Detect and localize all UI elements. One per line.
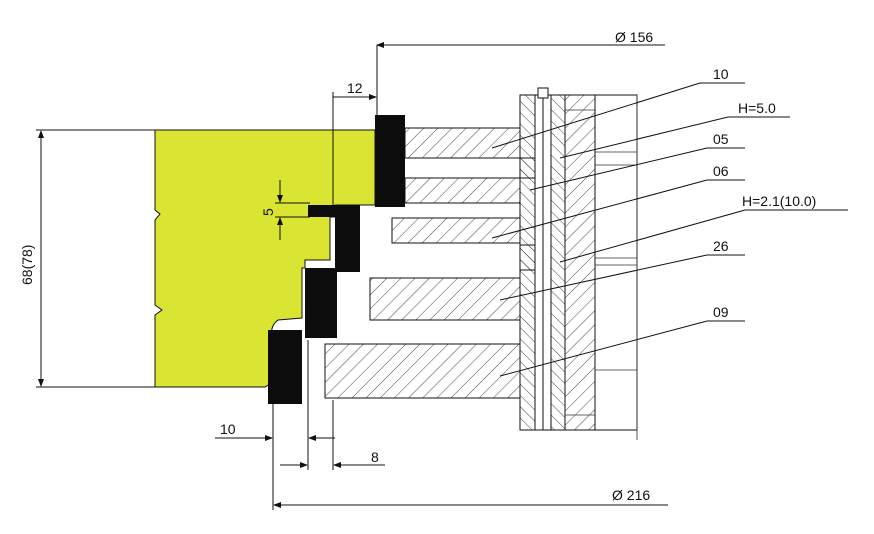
label-h-2-1: H=2.1(10.0): [742, 193, 816, 209]
hub-ring-3: [391, 217, 521, 244]
back-plate: [594, 94, 638, 431]
hub-ring-4: [369, 277, 521, 321]
knives: [268, 115, 405, 404]
hub-body: [324, 87, 638, 440]
hub-ring-top: [404, 127, 521, 159]
dimension-lines: [36, 42, 848, 510]
label-h-5: H=5.0: [738, 100, 776, 116]
label-part-06: 06: [713, 163, 729, 179]
knife-4: [268, 330, 302, 404]
hub-ring-5: [324, 343, 521, 399]
knife-3: [305, 268, 337, 338]
knife-2-tab: [308, 205, 338, 217]
label-part-05: 05: [713, 131, 729, 147]
collar: [564, 94, 596, 431]
label-part-10: 10: [713, 66, 729, 82]
label-part-09: 09: [713, 304, 729, 320]
dim-bottom-8: 8: [371, 449, 379, 465]
spacer-05: [519, 157, 536, 179]
bolt-head: [537, 87, 549, 99]
label-part-26: 26: [713, 238, 729, 254]
dim-bottom-10: 10: [220, 421, 236, 437]
spacer-06: [519, 244, 536, 271]
dim-height: 68(78): [19, 245, 35, 285]
dim-diameter-156: Ø 156: [615, 29, 653, 45]
knife-2: [335, 205, 360, 272]
knife-1: [375, 115, 405, 207]
dim-step-5: 5: [260, 208, 276, 216]
dim-diameter-216: Ø 216: [612, 487, 650, 503]
dim-step-12: 12: [347, 80, 363, 96]
hub-ring-2: [404, 177, 521, 204]
